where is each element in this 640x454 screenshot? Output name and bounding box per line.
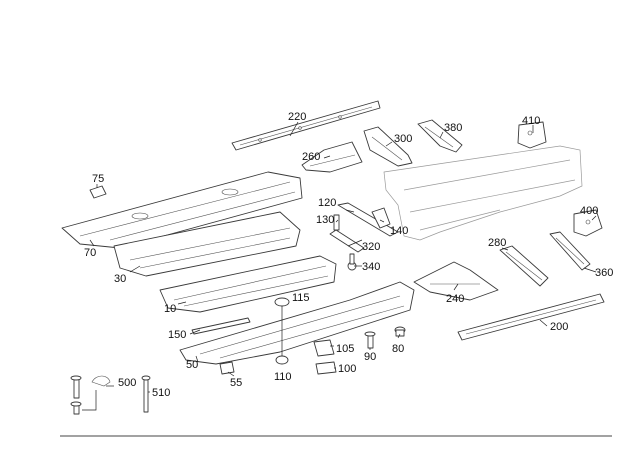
callout-70[interactable]: 70 xyxy=(84,247,96,259)
callout-100[interactable]: 100 xyxy=(338,363,356,375)
callout-50[interactable]: 50 xyxy=(186,359,198,371)
callout-130[interactable]: 130 xyxy=(316,214,334,226)
callout-220[interactable]: 220 xyxy=(288,111,306,123)
part-140-bracket[interactable] xyxy=(371,207,391,229)
callout-280[interactable]: 280 xyxy=(488,237,506,249)
callout-55[interactable]: 55 xyxy=(230,377,242,389)
leader-lines xyxy=(82,121,597,411)
part-510-bolt[interactable] xyxy=(141,375,151,413)
part-380-bracket[interactable] xyxy=(417,119,463,153)
callout-400[interactable]: 400 xyxy=(580,205,598,217)
part-110-grommet[interactable] xyxy=(275,355,289,365)
part-360-rail[interactable] xyxy=(549,231,591,271)
part-260-panel[interactable] xyxy=(301,141,363,173)
part-30-floor-panel[interactable] xyxy=(113,211,301,277)
callout-80[interactable]: 80 xyxy=(392,343,404,355)
part-120-strut[interactable] xyxy=(337,202,399,237)
callout-30[interactable]: 30 xyxy=(114,273,126,285)
callout-200[interactable]: 200 xyxy=(550,321,568,333)
part-75-clip[interactable] xyxy=(89,185,107,199)
part-105-spacer[interactable] xyxy=(313,339,335,357)
callout-120[interactable]: 120 xyxy=(318,197,336,209)
callout-240[interactable]: 240 xyxy=(446,293,464,305)
part-300-bracket[interactable] xyxy=(363,126,413,167)
callout-140[interactable]: 140 xyxy=(390,225,408,237)
part-280-rail[interactable] xyxy=(499,245,549,287)
part-240-bracket[interactable] xyxy=(413,261,499,301)
part-70-floor-panel[interactable] xyxy=(61,171,303,249)
part-400-bracket[interactable] xyxy=(573,209,603,237)
callout-110[interactable]: 110 xyxy=(274,371,292,383)
part-200-rail[interactable] xyxy=(457,293,605,341)
callout-510[interactable]: 510 xyxy=(152,387,170,399)
callout-300[interactable]: 300 xyxy=(394,133,412,145)
part-130-bolt[interactable] xyxy=(333,214,340,231)
callout-105[interactable]: 105 xyxy=(336,343,354,355)
part-90-bolt[interactable] xyxy=(364,331,376,349)
callout-340[interactable]: 340 xyxy=(362,261,380,273)
part-500-bolt[interactable] xyxy=(70,375,82,415)
part-80-nut[interactable] xyxy=(394,326,406,337)
callout-380[interactable]: 380 xyxy=(444,122,462,134)
callout-90[interactable]: 90 xyxy=(364,351,376,363)
callout-115[interactable]: 115 xyxy=(292,292,310,304)
callout-150[interactable]: 150 xyxy=(168,329,186,341)
callout-320[interactable]: 320 xyxy=(362,241,380,253)
part-340-bolt[interactable] xyxy=(347,253,357,271)
callout-75[interactable]: 75 xyxy=(92,173,104,185)
part-410-bracket[interactable] xyxy=(517,121,547,149)
callout-360[interactable]: 360 xyxy=(595,267,613,279)
callout-500[interactable]: 500 xyxy=(118,377,136,389)
callout-410[interactable]: 410 xyxy=(522,115,540,127)
part-10-floor-panel[interactable] xyxy=(159,255,337,313)
part-central-tunnel xyxy=(383,145,583,241)
part-55-clip[interactable] xyxy=(219,361,235,375)
callout-260[interactable]: 260 xyxy=(302,151,320,163)
part-220-rail[interactable] xyxy=(231,100,381,151)
wrench-icon xyxy=(91,375,111,387)
callout-10[interactable]: 10 xyxy=(164,303,176,315)
part-100-clip[interactable] xyxy=(315,361,337,375)
part-115-washer[interactable] xyxy=(274,297,290,307)
part-50-floor-panel[interactable] xyxy=(179,281,415,365)
